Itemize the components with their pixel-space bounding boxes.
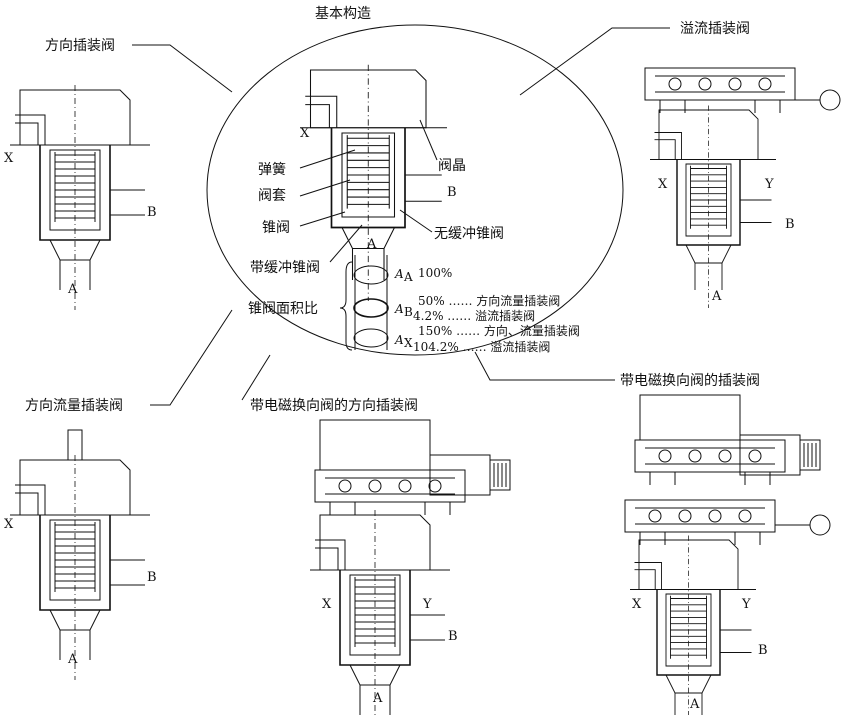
port-y-label: Y: [422, 597, 432, 612]
port-b-label: B: [147, 205, 157, 220]
svg-text:B: B: [404, 305, 413, 319]
solenoid-directional-cartridge-valve: 带电磁换向阀的方向插装阀 X Y B A: [250, 397, 511, 715]
detail-circle: [206, 24, 624, 356]
svg-text:100%: 100%: [418, 266, 452, 280]
cover-label: 阀晶: [438, 158, 466, 174]
damping-poppet-label: 带缓冲锥阀: [250, 260, 320, 276]
port-x-label: X: [658, 177, 668, 192]
spring-label: 弹簧: [258, 162, 286, 178]
port-a-label: A: [711, 289, 722, 304]
poppet-label: 锥阀: [262, 220, 290, 236]
svg-text:50% …… 方向流量插装阀: 50% …… 方向流量插装阀: [418, 293, 560, 308]
port-b-label: B: [447, 185, 457, 200]
basic-structure-panel: 基本构造 X B A 弹簧 阀套 锥阀 阀晶 无缓冲锥阀 带缓冲锥阀 锥阀面积比…: [206, 5, 624, 356]
no-damping-poppet-label: 无缓冲锥阀: [434, 226, 504, 242]
port-x-label: X: [632, 597, 642, 612]
port-y-label: Y: [764, 177, 774, 192]
port-b-label: B: [785, 217, 795, 232]
port-x-label: X: [322, 597, 332, 612]
area-a-ring: [353, 265, 389, 285]
svg-text:150% …… 方向、流量插装阀: 150% …… 方向、流量插装阀: [418, 323, 580, 338]
svg-text:A: A: [394, 333, 404, 347]
solenoid-cartridge-valve: 带电磁换向阀的插装阀 X Y B A: [620, 372, 831, 715]
valve-name: 带电磁换向阀的方向插装阀: [250, 397, 418, 414]
port-y-label: Y: [741, 597, 751, 612]
valve-name: 带电磁换向阀的插装阀: [620, 372, 760, 389]
port-x-label: X: [300, 126, 310, 141]
port-a-label: A: [67, 652, 78, 667]
directional-flow-cartridge-valve: 方向流量插装阀 X B A: [4, 398, 157, 681]
port-a-label: A: [689, 697, 700, 712]
basic-structure-title: 基本构造: [315, 5, 371, 22]
relief-cartridge-valve: 溢流插装阀 X Y B A: [644, 21, 841, 309]
svg-text:4.2% …… 溢流插装阀: 4.2% …… 溢流插装阀: [413, 309, 535, 323]
port-b-label: B: [758, 643, 768, 658]
sleeve-label: 阀套: [258, 188, 286, 204]
svg-text:A: A: [403, 270, 413, 284]
valve-name: 方向插装阀: [45, 38, 115, 54]
directional-cartridge-valve: 方向插装阀 X B A: [4, 38, 157, 311]
area-b-ring: [353, 298, 389, 318]
port-x-label: X: [4, 517, 14, 532]
port-x-label: X: [4, 151, 14, 166]
valve-name: 方向流量插装阀: [25, 398, 123, 414]
port-a-label: A: [366, 237, 377, 252]
area-x-ring: [353, 328, 389, 348]
svg-text:A: A: [394, 302, 404, 316]
port-b-label: B: [147, 570, 157, 585]
port-b-label: B: [448, 629, 458, 644]
svg-text:104.2% …… 溢流插装阀: 104.2% …… 溢流插装阀: [413, 340, 550, 354]
svg-text:X: X: [404, 336, 413, 350]
area-ratio-label: 锥阀面积比: [248, 301, 318, 317]
valve-name: 溢流插装阀: [680, 21, 750, 37]
svg-text:A: A: [394, 267, 404, 281]
port-a-label: A: [67, 282, 78, 297]
port-a-label: A: [372, 691, 383, 706]
